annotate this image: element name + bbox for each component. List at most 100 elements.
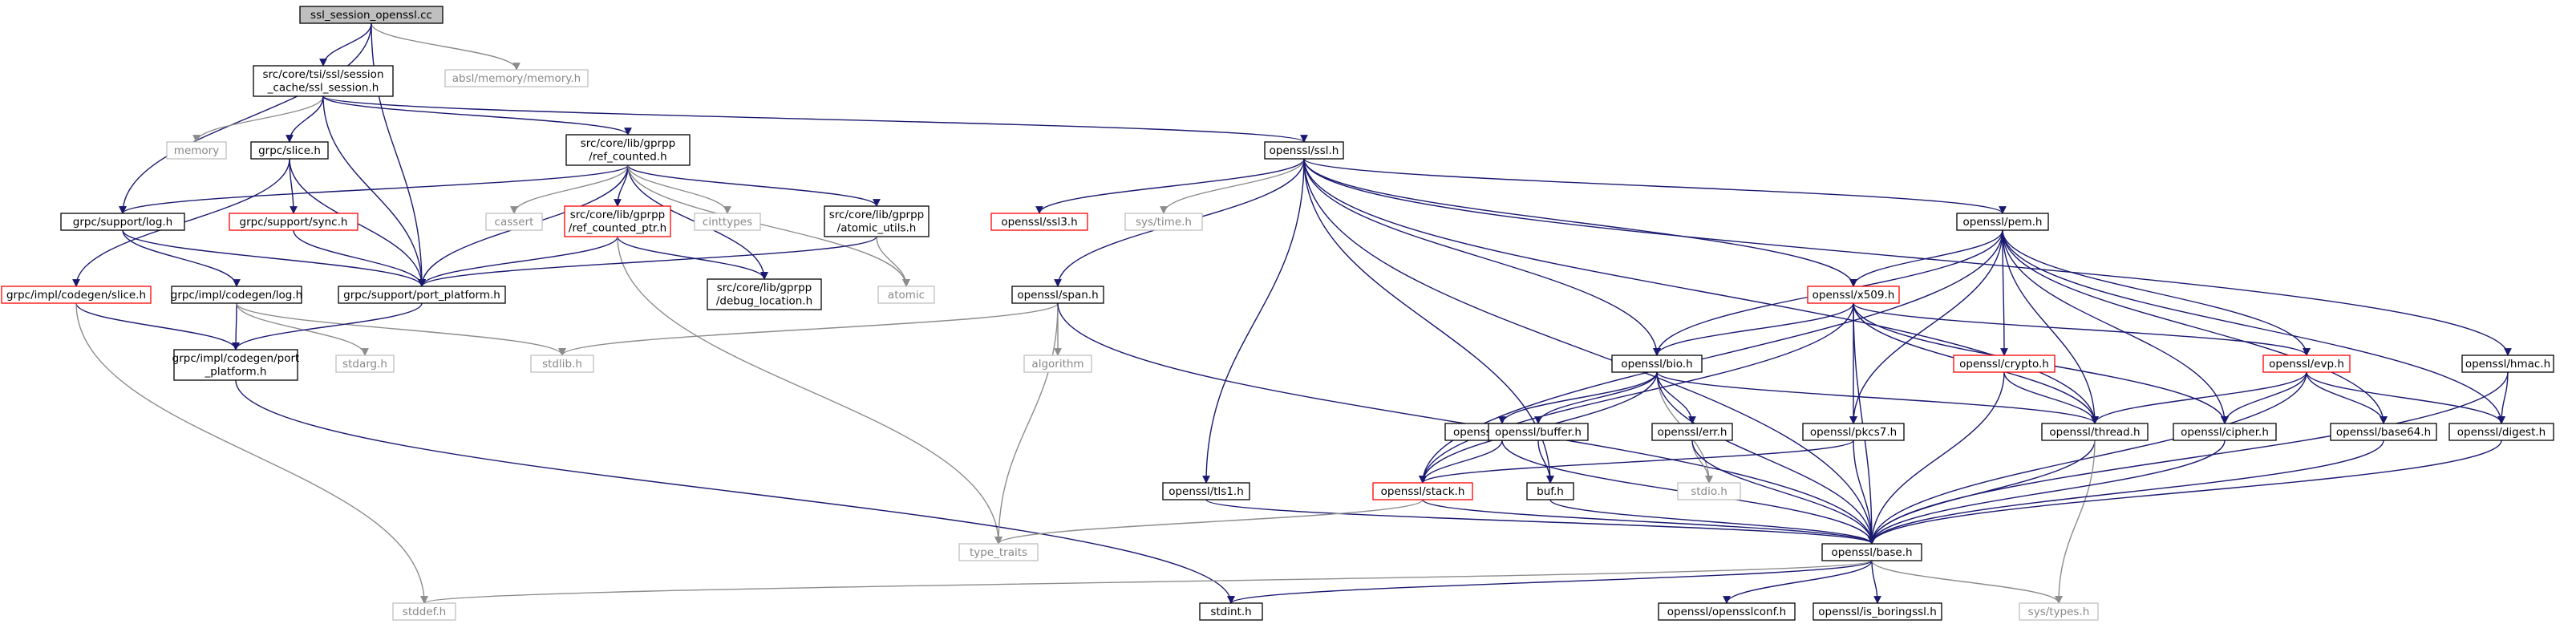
- node-grpc_log[interactable]: grpc/support/log.h: [60, 213, 185, 231]
- edge-openssl_ssl-to-openssl_pem: [1303, 158, 2007, 214]
- edge-impl_log-to-stdarg: [236, 302, 369, 356]
- node-stdio[interactable]: stdio.h: [1677, 482, 1741, 500]
- node-ref_counted_ptr[interactable]: src/core/lib/gprpp/ref_counted_ptr.h: [564, 205, 671, 237]
- edge-root-to-ssl_session_h: [319, 22, 372, 67]
- node-debug_location[interactable]: src/core/lib/gprpp/debug_location.h: [707, 278, 822, 310]
- edge-ex_data-to-stack: [1419, 440, 1503, 484]
- node-box: [173, 349, 298, 381]
- node-box: [229, 213, 358, 231]
- node-pkcs7[interactable]: openssl/pkcs7.h: [1802, 423, 1905, 441]
- edge-root-to-absl_memory: [371, 22, 520, 71]
- edge-openssl_bio-to-thread: [1656, 371, 2099, 424]
- node-label: grpc/support/sync.h: [240, 216, 348, 229]
- node-box: [253, 65, 394, 97]
- node-thread[interactable]: openssl/thread.h: [2041, 423, 2149, 441]
- node-box: [1, 286, 152, 304]
- node-openssl_evp[interactable]: openssl/evp.h: [2262, 355, 2351, 373]
- node-type_traits[interactable]: type_traits: [958, 543, 1039, 561]
- edge-openssl_evp-to-base: [1868, 371, 2307, 545]
- node-box: [166, 141, 227, 160]
- node-box: [444, 69, 589, 87]
- node-opensslconf[interactable]: openssl/opensslconf.h: [1658, 602, 1796, 621]
- node-openssl_bio[interactable]: openssl/bio.h: [1611, 355, 1703, 373]
- node-algorithm[interactable]: algorithm: [1023, 355, 1092, 373]
- node-label: grpc/support/port_platform.h: [343, 289, 500, 302]
- edge-openssl_bio-to-base: [1656, 371, 1876, 545]
- node-digest[interactable]: openssl/digest.h: [2448, 423, 2554, 441]
- edge-base-to-stdint: [1227, 560, 1873, 604]
- edge-pkcs7-to-base: [1853, 440, 1876, 545]
- node-is_boringssl[interactable]: openssl/is_boringssl.h: [1813, 602, 1942, 621]
- edge-cipher-to-base: [1868, 440, 2226, 545]
- node-stddef[interactable]: stddef.h: [392, 602, 456, 621]
- node-grpc_slice[interactable]: grpc/slice.h: [250, 141, 329, 160]
- node-box: [530, 355, 594, 373]
- node-base64[interactable]: openssl/base64.h: [2330, 423, 2437, 441]
- node-label: openssl/ssl.h: [1270, 144, 1339, 157]
- node-ref_counted[interactable]: src/core/lib/gprpp/ref_counted.h: [565, 134, 691, 166]
- edge-openssl_evp-to-thread: [2091, 371, 2307, 424]
- node-cinttypes[interactable]: cinttypes: [694, 213, 761, 231]
- node-stdlib[interactable]: stdlib.h: [530, 355, 594, 373]
- node-box: [2262, 355, 2351, 373]
- node-port_platform[interactable]: grpc/support/port_platform.h: [338, 286, 506, 304]
- node-label: openssl/bio.h: [1621, 358, 1692, 371]
- node-stdint[interactable]: stdint.h: [1199, 602, 1263, 621]
- node-openssl_crypto[interactable]: openssl/crypto.h: [1953, 355, 2056, 373]
- node-memory[interactable]: memory: [166, 141, 227, 160]
- node-base[interactable]: openssl/base.h: [1821, 543, 1922, 561]
- node-cipher[interactable]: openssl/cipher.h: [2173, 423, 2277, 441]
- node-grpc_sync[interactable]: grpc/support/sync.h: [229, 213, 358, 231]
- edge-openssl_pem-to-openssl_crypto: [2000, 229, 2008, 356]
- node-atomic[interactable]: atomic: [877, 286, 935, 304]
- node-openssl_x509[interactable]: openssl/x509.h: [1807, 286, 1900, 304]
- node-tls1[interactable]: openssl/tls1.h: [1162, 482, 1250, 500]
- node-label: _cache/ssl_session.h: [267, 82, 379, 95]
- node-impl_slice[interactable]: grpc/impl/codegen/slice.h: [1, 286, 152, 304]
- node-ssl_session_h[interactable]: src/core/tsi/ssl/session_cache/ssl_sessi…: [253, 65, 394, 97]
- node-label: grpc/impl/codegen/slice.h: [6, 289, 146, 302]
- node-impl_log[interactable]: grpc/impl/codegen/log.h: [171, 286, 302, 304]
- node-buf[interactable]: buf.h: [1526, 482, 1574, 500]
- node-atomic_utils[interactable]: src/core/lib/gprpp/atomic_utils.h: [824, 205, 930, 237]
- node-openssl_hmac[interactable]: openssl/hmac.h: [2461, 355, 2554, 373]
- node-openssl_ssl[interactable]: openssl/ssl.h: [1264, 141, 1344, 160]
- edge-port_platform-to-impl_port_platform: [232, 302, 423, 350]
- node-label: sys/types.h: [2028, 606, 2090, 618]
- edge-ref_counted-to-cassert: [510, 164, 629, 214]
- node-box: [1124, 213, 1203, 231]
- node-cassert[interactable]: cassert: [485, 213, 543, 231]
- node-box: [1813, 602, 1942, 621]
- node-box: [990, 213, 1088, 231]
- node-openssl_pem[interactable]: openssl/pem.h: [1956, 213, 2049, 231]
- node-box: [877, 286, 935, 304]
- node-box: [1953, 355, 2056, 373]
- node-label: /ref_counted_ptr.h: [569, 222, 666, 235]
- edge-openssl_bio-to-buffer: [1534, 371, 1658, 424]
- node-stdarg[interactable]: stdarg.h: [335, 355, 395, 373]
- node-box: [1264, 141, 1344, 160]
- node-root[interactable]: ssl_session_openssl.cc: [299, 6, 444, 24]
- node-absl_memory[interactable]: absl/memory/memory.h: [444, 69, 589, 87]
- edge-impl_port_platform-to-stdint: [235, 379, 1235, 604]
- edge-openssl_pem-to-cipher: [2002, 229, 2229, 424]
- node-label: openssl/digest.h: [2457, 426, 2546, 439]
- node-sys_time[interactable]: sys/time.h: [1124, 213, 1203, 231]
- edge-ref_counted_ptr-to-port_platform: [418, 236, 618, 287]
- node-sys_types[interactable]: sys/types.h: [2019, 602, 2099, 621]
- node-label: memory: [174, 144, 219, 157]
- edge-atomic_utils-to-port_platform: [418, 236, 877, 287]
- node-buffer[interactable]: openssl/buffer.h: [1488, 423, 1589, 441]
- node-box: [694, 213, 761, 231]
- node-box: [1651, 423, 1733, 441]
- node-openssl_ssl3[interactable]: openssl/ssl3.h: [990, 213, 1088, 231]
- node-stack[interactable]: openssl/stack.h: [1372, 482, 1473, 500]
- node-impl_port_platform[interactable]: grpc/impl/codegen/port_platform.h: [172, 349, 300, 381]
- node-label: grpc/impl/codegen/port: [172, 352, 300, 365]
- node-err[interactable]: openssl/err.h: [1651, 423, 1733, 441]
- edge-buf-to-base: [1549, 499, 1876, 545]
- node-label: openssl/cipher.h: [2181, 426, 2269, 439]
- edge-ref_counted-to-cinttypes: [627, 164, 731, 214]
- node-openssl_span[interactable]: openssl/span.h: [1011, 286, 1104, 304]
